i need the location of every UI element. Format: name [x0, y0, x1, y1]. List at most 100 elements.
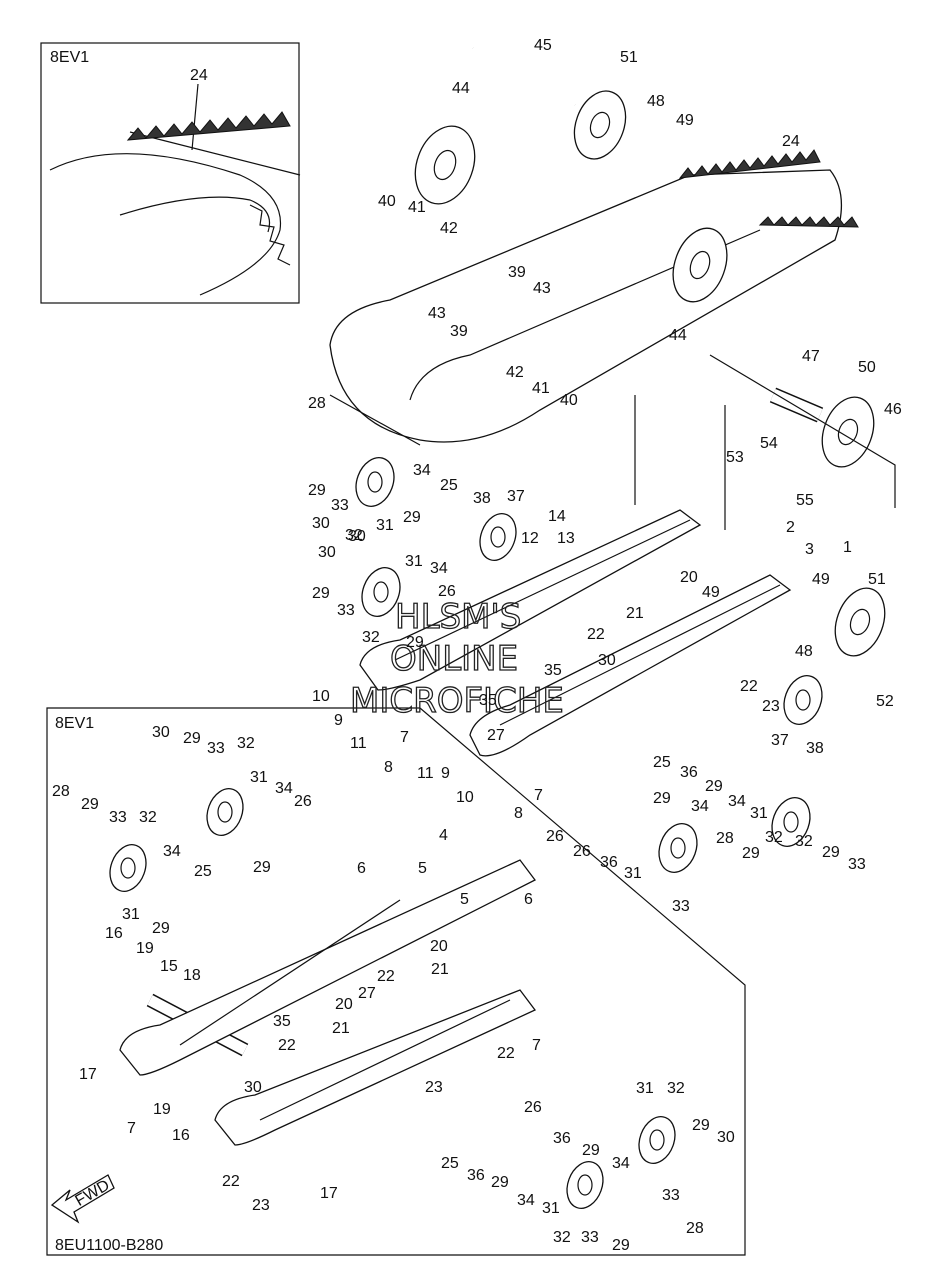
callout: 29: [742, 845, 760, 862]
callout: 22: [222, 1173, 240, 1190]
diagram-code: 8EU1100-B280: [55, 1237, 163, 1254]
callout: 29: [491, 1174, 509, 1191]
callout: 31: [624, 865, 642, 882]
callout: 34: [275, 780, 293, 797]
callout: 23: [425, 1079, 443, 1096]
callout: 27: [487, 727, 505, 744]
callout: 23: [762, 698, 780, 715]
callout: 31: [750, 805, 768, 822]
callout: 39: [508, 264, 526, 281]
callout: 26: [573, 843, 591, 860]
callout: 29: [612, 1237, 630, 1254]
callout: 51: [868, 571, 886, 588]
watermark-line-3: MICROFICHE: [350, 681, 564, 721]
callout: 42: [506, 364, 524, 381]
callout: 22: [377, 968, 395, 985]
callout: 29: [406, 634, 424, 651]
callout: 34: [517, 1192, 535, 1209]
callout: 44: [452, 80, 470, 97]
callout: 30: [244, 1079, 262, 1096]
callout: 29: [403, 509, 421, 526]
callout: 55: [796, 492, 814, 509]
callout: 29: [822, 844, 840, 861]
callout: 33: [662, 1187, 680, 1204]
callout: 25: [441, 1155, 459, 1172]
callout: 39: [450, 323, 468, 340]
callout: 30: [598, 652, 616, 669]
callout: 8: [514, 805, 523, 822]
callout: 38: [473, 490, 491, 507]
callout: 22: [278, 1037, 296, 1054]
callout: 29: [81, 796, 99, 813]
slide-rails-main: [359, 354, 896, 757]
callout: 38: [806, 740, 824, 757]
callout: 41: [532, 380, 550, 397]
callout: 33: [207, 740, 225, 757]
callout: 18: [183, 967, 201, 984]
callout: 7: [534, 787, 543, 804]
callout: 15: [160, 958, 178, 975]
callout: 35: [544, 662, 562, 679]
callout: 25: [653, 754, 671, 771]
callout: 3: [805, 541, 814, 558]
callout: 49: [702, 584, 720, 601]
callout: 48: [795, 643, 813, 660]
callout: 25: [440, 477, 458, 494]
callout: 28: [686, 1220, 704, 1237]
callout: 49: [676, 112, 694, 129]
callout: 26: [438, 583, 456, 600]
callout: 40: [560, 392, 578, 409]
callout: 34: [413, 462, 431, 479]
callout: 36: [600, 854, 618, 871]
callout: 5: [418, 860, 427, 877]
callout: 33: [331, 497, 349, 514]
callout: 17: [79, 1066, 97, 1083]
callout: 33: [337, 602, 355, 619]
callout: 6: [524, 891, 533, 908]
callout: 17: [320, 1185, 338, 1202]
inset-top-label: 8EV1: [50, 49, 89, 66]
callout: 28: [308, 395, 326, 412]
callout: 25: [194, 863, 212, 880]
callout: 26: [294, 793, 312, 810]
callout: 24: [782, 133, 800, 150]
callout: 26: [524, 1099, 542, 1116]
callout: 26: [546, 828, 564, 845]
callout: 20: [335, 996, 353, 1013]
callout: 46: [884, 401, 902, 418]
callout: 43: [533, 280, 551, 297]
callout: 37: [507, 488, 525, 505]
callout: 12: [521, 530, 539, 547]
callout: 10: [312, 688, 330, 705]
callout: 30: [312, 515, 330, 532]
callout: 51: [620, 49, 638, 66]
callout: 34: [430, 560, 448, 577]
callout: 30: [348, 528, 366, 545]
callout: 29: [152, 920, 170, 937]
callout: 30: [717, 1129, 735, 1146]
callout: 28: [52, 783, 70, 800]
callout: 19: [136, 940, 154, 957]
callout: 7: [532, 1037, 541, 1054]
callout: 40: [378, 193, 396, 210]
callout: 36: [680, 764, 698, 781]
callout: 43: [428, 305, 446, 322]
callout: 49: [812, 571, 830, 588]
callout: 50: [858, 359, 876, 376]
callout: 6: [357, 860, 366, 877]
callout: 47: [802, 348, 820, 365]
callout: 34: [691, 798, 709, 815]
callout: 4: [439, 827, 448, 844]
callout: 36: [467, 1167, 485, 1184]
callout: 29: [705, 778, 723, 795]
inset-top-callout: 24: [190, 67, 208, 84]
callout: 31: [405, 553, 423, 570]
callout: 8: [384, 759, 393, 776]
callout: 28: [716, 830, 734, 847]
callout: 9: [334, 712, 343, 729]
callout: 1: [843, 539, 852, 556]
callout: 19: [153, 1101, 171, 1118]
track-lugs: [678, 149, 859, 228]
callout: 34: [728, 793, 746, 810]
callout: 29: [653, 790, 671, 807]
